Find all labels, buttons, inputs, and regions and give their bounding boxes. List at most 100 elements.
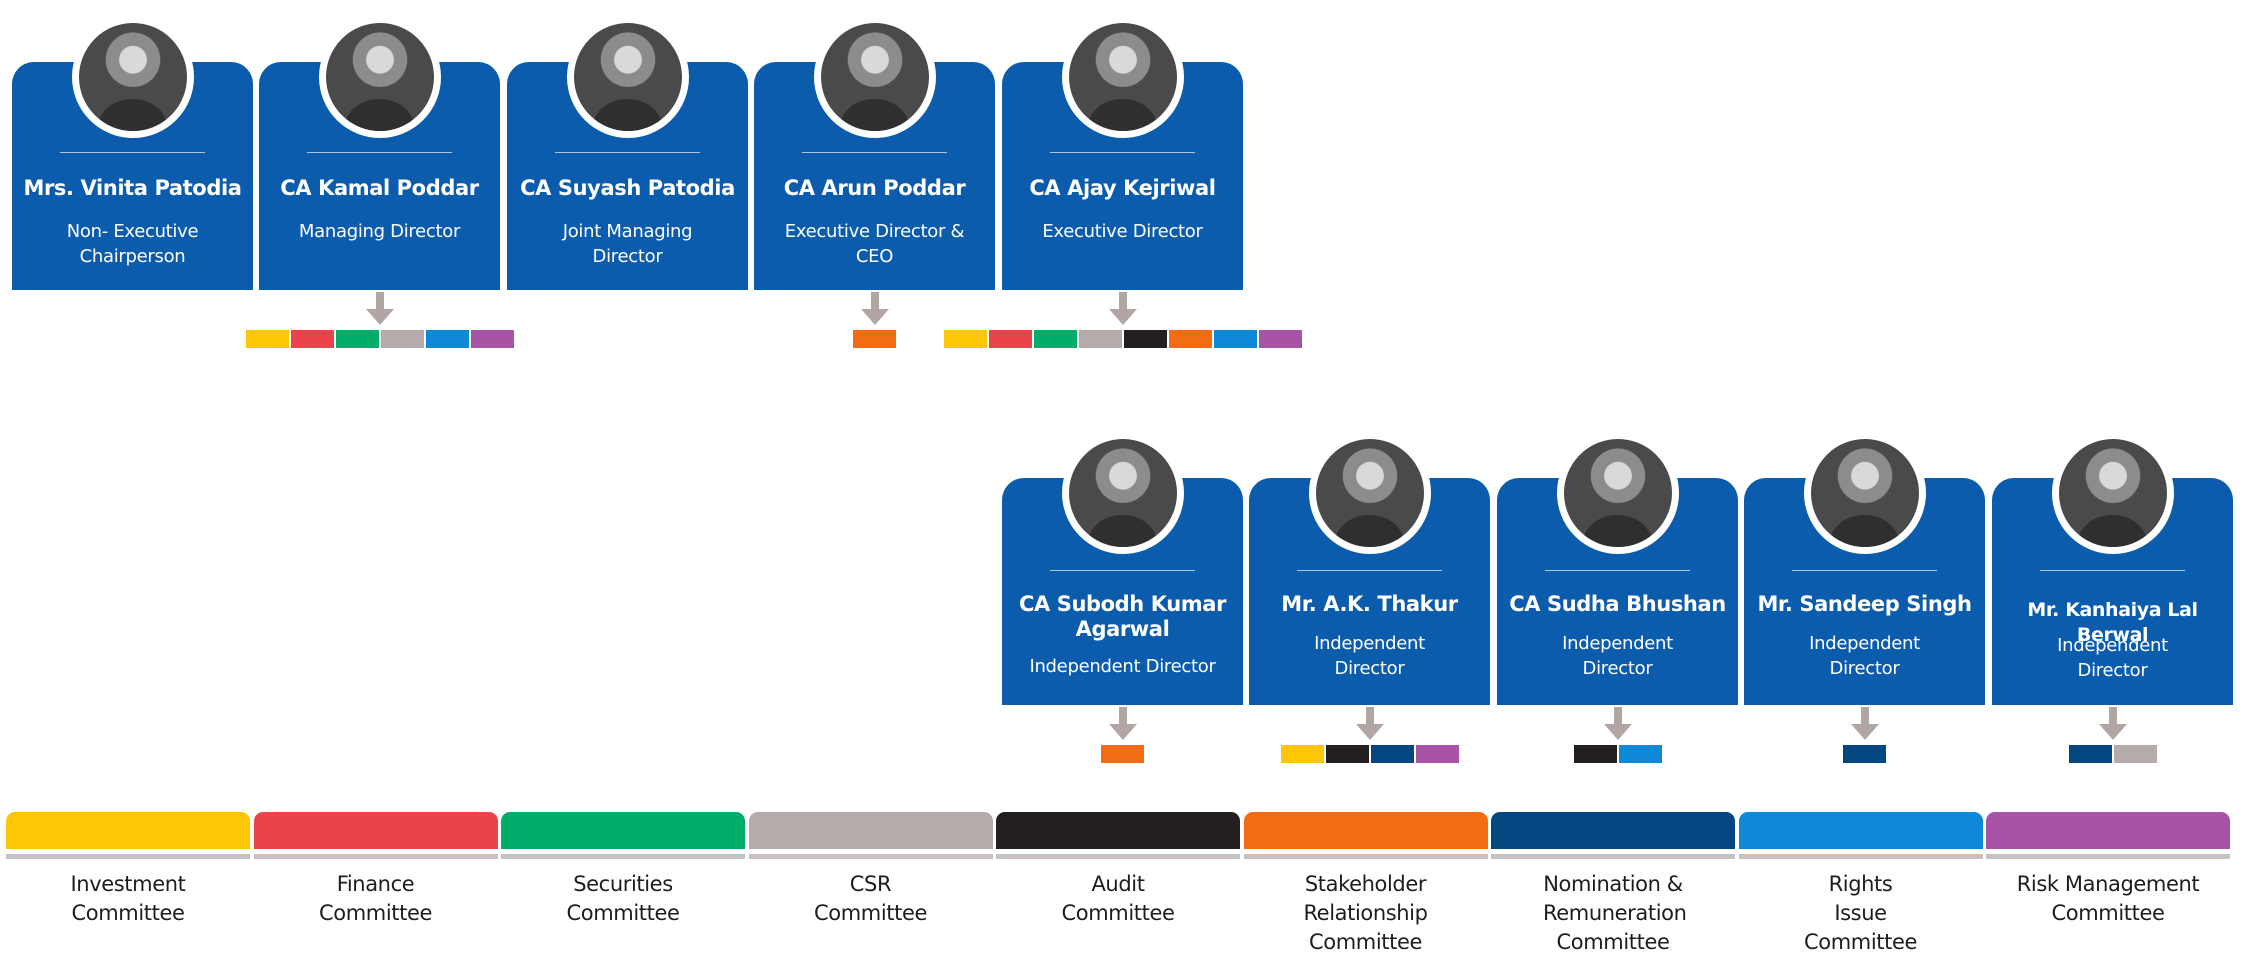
committee-marker-securities: [335, 330, 379, 348]
director-name: Mr. A.K. Thakur: [1281, 592, 1458, 616]
committee-label-finance: Finance Committee: [319, 872, 432, 925]
down-arrow-icon: [860, 292, 889, 325]
director-photo-silhouette: [1582, 514, 1653, 547]
card-divider: [1792, 570, 1937, 571]
committee-label-risk: Risk Management Committee: [2016, 872, 2200, 925]
director-photo: [1803, 432, 1926, 554]
committee-marker-rights: [1213, 330, 1257, 348]
director-photo: [1061, 432, 1184, 554]
card-divider: [1050, 152, 1195, 153]
committee-band-csr: [748, 812, 993, 849]
committee-marker-investment: [943, 330, 987, 348]
director-role: Independent Director: [1029, 656, 1216, 677]
committee-marker-risk: [470, 330, 514, 348]
director-role: Joint Managing Director: [562, 221, 693, 267]
committee-marker-audit: [1573, 745, 1617, 763]
director-role: Independent Director: [1562, 633, 1673, 679]
committee-band-investment: [6, 812, 250, 849]
committee-band-underline: [996, 854, 1240, 859]
committee-band-audit: [996, 812, 1240, 849]
committee-marker-risk: [1258, 330, 1302, 348]
director-photo: [2051, 432, 2174, 554]
director-photo: [1308, 432, 1431, 554]
committee-label-investment: Investment Committee: [70, 872, 186, 925]
director-photo: [1556, 432, 1679, 554]
director-photo-silhouette: [592, 98, 663, 131]
committee-marker-rights: [1618, 745, 1662, 763]
committee-band-stakeholder: [1243, 812, 1488, 849]
committee-band-risk: [1986, 812, 2230, 849]
committee-marker-stakeholder: [853, 330, 896, 348]
director-name: CA Kamal Poddar: [280, 176, 479, 200]
director-photo: [566, 16, 689, 138]
down-arrow-icon: [1108, 292, 1137, 325]
committee-marker-stakeholder: [1168, 330, 1212, 348]
committee-band-underline: [253, 854, 498, 859]
committee-label-audit: Audit Committee: [1061, 872, 1175, 925]
director-photo-silhouette: [2077, 514, 2148, 547]
committee-marker-securities: [1033, 330, 1077, 348]
committee-label-csr: CSR Committee: [814, 872, 927, 925]
director-name: CA Suyash Patodia: [520, 176, 735, 200]
down-arrow-icon: [1850, 707, 1879, 740]
director-name: CA Subodh Kumar Agarwal: [1018, 592, 1227, 641]
committee-band-underline: [1243, 854, 1488, 859]
committee-marker-nomination: [1370, 745, 1414, 763]
committee-band-underline: [6, 854, 250, 859]
committee-marker-stakeholder: [1101, 745, 1144, 763]
committee-marker-audit: [1325, 745, 1369, 763]
director-role: Non- Executive Chairperson: [66, 221, 199, 267]
director-role: Managing Director: [298, 221, 461, 242]
card-divider: [1050, 570, 1195, 571]
director-photo-silhouette: [1087, 514, 1158, 547]
committee-band-underline: [1491, 854, 1735, 859]
committee-band-securities: [501, 812, 745, 849]
committee-band-underline: [748, 854, 993, 859]
director-role: Executive Director: [1042, 221, 1203, 242]
director-name: CA Arun Poddar: [783, 176, 966, 200]
committee-marker-audit: [1123, 330, 1167, 348]
card-divider: [1297, 570, 1442, 571]
committee-band-underline: [1738, 854, 1983, 859]
director-photo-silhouette: [1087, 98, 1158, 131]
down-arrow-icon: [365, 292, 394, 325]
committee-marker-nomination: [2068, 745, 2112, 763]
card-divider: [802, 152, 947, 153]
committee-band-rights: [1738, 812, 1983, 849]
director-photo-silhouette: [839, 98, 910, 131]
director-name: CA Ajay Kejriwal: [1029, 176, 1216, 200]
director-role: Independent Director: [2057, 635, 2168, 681]
card-divider: [307, 152, 452, 153]
card-divider: [555, 152, 700, 153]
committee-band-finance: [253, 812, 498, 849]
committee-marker-csr: [2113, 745, 2157, 763]
committee-marker-rights: [425, 330, 469, 348]
director-photo-silhouette: [1334, 514, 1405, 547]
director-name: Mr. Kanhaiya Lal Berwal: [2027, 599, 2198, 646]
director-photo-silhouette: [97, 98, 168, 131]
director-name: Mr. Sandeep Singh: [1757, 592, 1972, 616]
committee-label-rights: Rights Issue Committee: [1804, 872, 1917, 954]
committee-marker-finance: [988, 330, 1032, 348]
committee-marker-finance: [290, 330, 334, 348]
down-arrow-icon: [1355, 707, 1384, 740]
director-photo-silhouette: [344, 98, 415, 131]
committee-marker-investment: [1280, 745, 1324, 763]
director-name: CA Sudha Bhushan: [1509, 592, 1726, 616]
committee-marker-nomination: [1843, 745, 1886, 763]
director-name: Mrs. Vinita Patodia: [23, 176, 242, 200]
card-divider: [1545, 570, 1690, 571]
committee-marker-risk: [1415, 745, 1459, 763]
committee-label-securities: Securities Committee: [566, 872, 680, 925]
down-arrow-icon: [1603, 707, 1632, 740]
